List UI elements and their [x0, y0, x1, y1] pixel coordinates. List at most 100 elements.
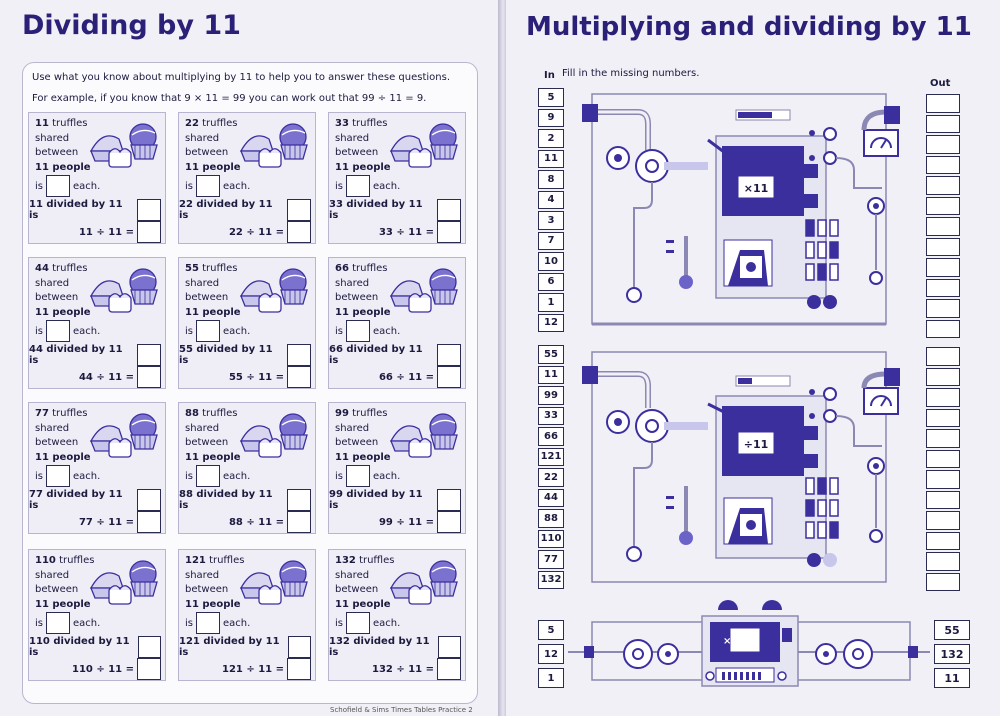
- between-label: between: [35, 437, 79, 448]
- output-answer-box[interactable]: [926, 258, 960, 277]
- output-answer-box[interactable]: [926, 278, 960, 297]
- book-spine: [498, 0, 508, 716]
- output-answer-box[interactable]: [926, 155, 960, 174]
- answer-box[interactable]: [437, 489, 461, 511]
- input-number: 77: [538, 550, 564, 569]
- answer-box[interactable]: [46, 320, 70, 342]
- machine3-operation: ×: [723, 636, 731, 647]
- divided-text: 99 divided by 11 is: [329, 489, 423, 511]
- answer-box[interactable]: [437, 511, 461, 533]
- between-label: between: [335, 292, 379, 303]
- shared-label: shared: [335, 277, 370, 289]
- truffles-icon: [389, 413, 458, 458]
- machine1-operation: ×11: [744, 182, 769, 195]
- is-label: is: [185, 325, 193, 337]
- output-answer-box[interactable]: [926, 367, 960, 386]
- answer-box[interactable]: [287, 511, 311, 533]
- output-answer-box[interactable]: [926, 319, 960, 338]
- answer-box[interactable]: [346, 612, 370, 634]
- answer-box[interactable]: [437, 221, 461, 243]
- truffle-count: 99: [335, 408, 349, 419]
- answer-box[interactable]: [137, 511, 161, 533]
- answer-box[interactable]: [196, 612, 220, 634]
- output-answer-box[interactable]: [926, 429, 960, 448]
- truffles-icon: [389, 560, 458, 605]
- answer-box[interactable]: [46, 465, 70, 487]
- answer-box[interactable]: [137, 221, 161, 243]
- answer-box[interactable]: [287, 221, 311, 243]
- divided-row: 33 divided by 11 is: [329, 199, 461, 221]
- output-answer-box[interactable]: [926, 572, 960, 591]
- truffle-label: truffles: [202, 118, 238, 129]
- output-answer-box[interactable]: [926, 449, 960, 468]
- between-label: between: [335, 584, 379, 595]
- output-answer-box[interactable]: [926, 490, 960, 509]
- output-answer-box[interactable]: [926, 388, 960, 407]
- truffle-count: 55: [185, 263, 199, 274]
- division-text: 132 ÷ 11 =: [372, 663, 434, 675]
- output-answer-box[interactable]: [926, 237, 960, 256]
- answer-box[interactable]: [438, 636, 461, 658]
- answer-box[interactable]: [288, 636, 311, 658]
- answer-box[interactable]: [287, 199, 311, 221]
- answer-box[interactable]: [437, 344, 461, 366]
- answer-box[interactable]: [196, 320, 220, 342]
- answer-box[interactable]: [137, 489, 161, 511]
- output-answer-box[interactable]: [926, 408, 960, 427]
- machine2-operation: ÷11: [744, 438, 769, 451]
- each-label: each.: [73, 617, 101, 629]
- input-number: 110: [538, 529, 564, 548]
- input-number: 12: [538, 313, 564, 332]
- answer-box[interactable]: [437, 658, 461, 680]
- shared-label: shared: [185, 569, 220, 581]
- output-answer-box[interactable]: [926, 347, 960, 366]
- people-label: 11 people: [185, 306, 241, 318]
- answer-box[interactable]: [287, 658, 311, 680]
- truffle-label: truffles: [359, 555, 395, 566]
- answer-box[interactable]: [287, 366, 311, 388]
- output-answer-box[interactable]: [926, 196, 960, 215]
- answer-box[interactable]: [196, 465, 220, 487]
- output-answer-box[interactable]: [926, 217, 960, 236]
- answer-box[interactable]: [437, 199, 461, 221]
- answer-box[interactable]: [138, 636, 161, 658]
- answer-box[interactable]: [346, 320, 370, 342]
- answer-box[interactable]: [346, 175, 370, 197]
- answer-box[interactable]: [137, 344, 161, 366]
- output-answer-box[interactable]: [926, 94, 960, 113]
- truffle-label: truffles: [59, 555, 95, 566]
- machine1-diagram: ×11: [582, 93, 900, 326]
- output-answer-box[interactable]: [926, 299, 960, 318]
- answer-box[interactable]: [137, 658, 161, 680]
- output-answer-box[interactable]: [926, 470, 960, 489]
- answer-box[interactable]: [437, 366, 461, 388]
- answer-box[interactable]: [287, 489, 311, 511]
- answer-box[interactable]: [46, 175, 70, 197]
- answer-box[interactable]: [137, 199, 161, 221]
- shared-label: shared: [35, 569, 70, 581]
- output-answer-box[interactable]: [926, 531, 960, 550]
- answer-box[interactable]: [137, 366, 161, 388]
- answer-box[interactable]: [196, 175, 220, 197]
- answer-box[interactable]: [346, 465, 370, 487]
- is-label: is: [185, 470, 193, 482]
- output-answer-box[interactable]: [926, 176, 960, 195]
- output-answer-box[interactable]: [926, 552, 960, 571]
- truffles-icon: [239, 123, 308, 168]
- answer-box[interactable]: [46, 612, 70, 634]
- shared-label: shared: [35, 132, 70, 144]
- output-answer-box[interactable]: [926, 135, 960, 154]
- answer-box[interactable]: [287, 344, 311, 366]
- output-answer-box[interactable]: [926, 114, 960, 133]
- shared-label: shared: [335, 569, 370, 581]
- output-answer-box[interactable]: [926, 511, 960, 530]
- division-text: 66 ÷ 11 =: [378, 371, 434, 383]
- shared-label: shared: [35, 277, 70, 289]
